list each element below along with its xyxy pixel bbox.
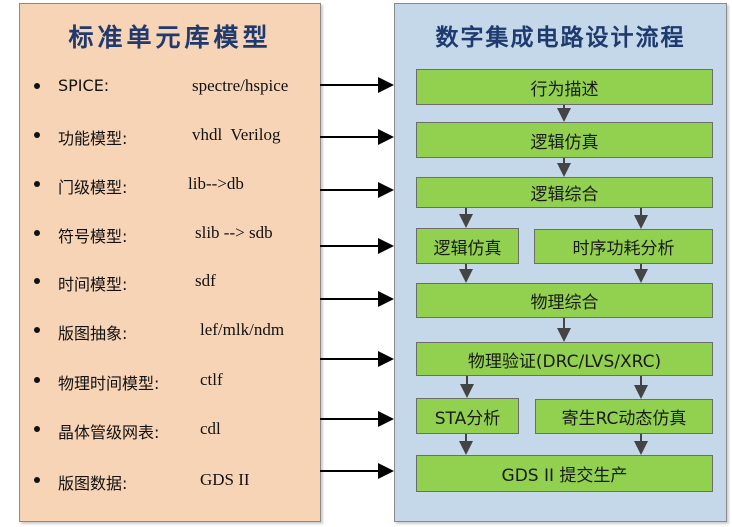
standard-cell-library-panel: 标准单元库模型 SPICE: spectre/hspice 功能模型: vhdl V… bbox=[19, 3, 321, 522]
item-value: lef/mlk/ndm bbox=[200, 320, 285, 339]
step-logic-synth: 逻辑综合 bbox=[416, 177, 713, 208]
item-label: 物理时间模型: bbox=[58, 374, 160, 393]
right-panel-title: 数字集成电路设计流程 bbox=[435, 24, 686, 51]
bullet-icon bbox=[34, 83, 40, 89]
item-value: vhdl Verilog bbox=[192, 125, 281, 144]
step-phys-verify: 物理验证(DRC/LVS/XRC) bbox=[416, 342, 713, 376]
item-value: spectre/hspice bbox=[192, 76, 289, 95]
item-label: 时间模型: bbox=[58, 275, 128, 294]
bullet-icon bbox=[34, 327, 40, 333]
item-value: ctlf bbox=[200, 370, 223, 389]
model-arrows bbox=[320, 77, 394, 479]
step-timing-power: 时序功耗分析 bbox=[534, 229, 713, 264]
bullet-icon bbox=[34, 230, 40, 236]
item-value: slib --> sdb bbox=[195, 223, 273, 242]
item-label: 符号模型: bbox=[58, 227, 128, 246]
bullet-icon bbox=[34, 477, 40, 483]
step-gds: GDS II 提交生产 bbox=[416, 455, 713, 492]
step-logic-sim: 逻辑仿真 bbox=[416, 122, 713, 158]
step-behavior: 行为描述 bbox=[416, 69, 713, 105]
item-label: 版图数据: bbox=[58, 474, 128, 493]
item-value: cdl bbox=[200, 419, 221, 438]
step-rc-sim: 寄生RC动态仿真 bbox=[535, 399, 713, 434]
bullet-icon bbox=[34, 377, 40, 383]
item-label: SPICE: bbox=[58, 76, 110, 95]
step-logic-sim-2: 逻辑仿真 bbox=[416, 228, 519, 264]
item-value: GDS II bbox=[200, 470, 250, 489]
bullet-icon bbox=[34, 181, 40, 187]
left-panel-title: 标准单元库模型 bbox=[68, 23, 272, 52]
flow-arrows bbox=[459, 105, 648, 455]
bullet-icon bbox=[34, 426, 40, 432]
item-label: 功能模型: bbox=[58, 129, 128, 148]
step-sta: STA分析 bbox=[416, 398, 519, 434]
item-value: lib-->db bbox=[188, 174, 244, 193]
item-label: 版图抽象: bbox=[58, 324, 128, 343]
item-label: 门级模型: bbox=[58, 178, 128, 197]
step-phys-synth: 物理综合 bbox=[416, 283, 713, 318]
item-label: 晶体管级网表: bbox=[58, 423, 160, 442]
bullet-icon bbox=[34, 132, 40, 138]
item-value: sdf bbox=[195, 271, 216, 290]
bullet-icon bbox=[34, 278, 40, 284]
